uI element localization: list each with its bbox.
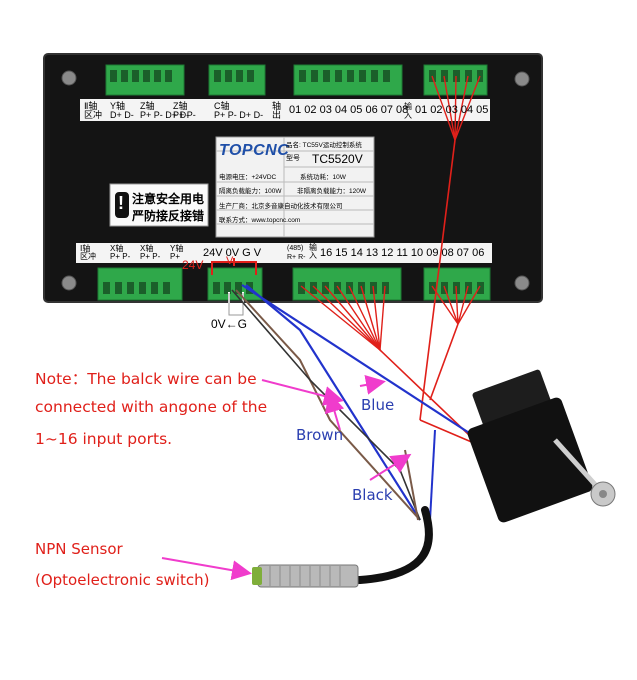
bottom-terminal-blocks <box>97 267 491 301</box>
label-v: V <box>226 255 234 267</box>
power-pins-label: 24V 0V G V <box>203 247 262 259</box>
label-24v: 24V <box>182 258 204 272</box>
supply-voltage: 电源电压：+24VDC <box>219 174 277 181</box>
bottom-label-strip <box>76 243 492 263</box>
topcnc-logo: TOPCNC <box>219 142 290 159</box>
product-name-label: 品名: TC55V运动控制系统 <box>286 142 362 149</box>
manufacturer: 生产厂商：北京多音康自动化技术有限公司 <box>219 203 343 210</box>
bottom-label-i-axis: Ⅰ轴区冲 <box>80 244 96 261</box>
top-input-fan <box>431 75 481 141</box>
sensor-wires <box>231 284 481 521</box>
note-line1: Note：The balck wire can be <box>35 370 257 388</box>
top-label-group1: Ⅱ轴区冲 <box>84 101 103 120</box>
note-line2: connected with angone of the <box>35 398 268 416</box>
model-label: 型号 <box>286 155 300 162</box>
annotation-arrows <box>161 375 412 581</box>
spec-sticker <box>215 136 375 238</box>
brown-wire-label: Brown <box>296 426 344 444</box>
blue-wire-label: Blue <box>361 396 395 414</box>
warning-line2: 严防接反接错 <box>132 209 205 223</box>
limit-switch <box>467 369 616 523</box>
sensor-cable <box>346 506 433 584</box>
npn-sensor <box>252 564 359 588</box>
top-terminal-blocks <box>105 64 488 96</box>
top-input-numbers: 01 02 03 04 05 <box>415 104 489 116</box>
bottom-input-numbers: 16 15 14 13 12 11 10 09 08 07 06 <box>320 247 485 259</box>
top-output-numbers: 01 02 03 04 05 06 07 08 <box>289 104 409 116</box>
mounting-screws <box>61 70 530 291</box>
black-wire-label: Black <box>352 486 393 504</box>
label-0v-to-g: 0V←G <box>211 317 248 331</box>
warning-line1: 注意安全用电 <box>132 192 205 206</box>
note-line3: 1~16 input ports. <box>35 430 173 448</box>
model-number: TC5520V <box>312 152 363 166</box>
bus-label: (485)R+ R- <box>287 245 306 261</box>
bottom-input-fan <box>300 285 481 351</box>
top-inputs-label: 输入 <box>404 102 412 120</box>
top-label-strip <box>80 99 490 121</box>
isolated-load: 隔离负载能力：100W <box>219 188 282 195</box>
top-label-misc: 轴出 <box>272 101 282 120</box>
contact: 联系方式：www.topcnc.com <box>219 217 301 224</box>
sensor-title: NPN Sensor <box>35 540 123 558</box>
bottom-inputs-label: 输入 <box>309 243 317 260</box>
system-power: 系统功耗：10W <box>300 174 346 181</box>
warning-symbol: ! <box>118 193 124 213</box>
sensor-subtitle: (Optoelectronic switch) <box>35 571 210 589</box>
non-isolated-load: 非隔离负载能力：120W <box>297 188 366 195</box>
